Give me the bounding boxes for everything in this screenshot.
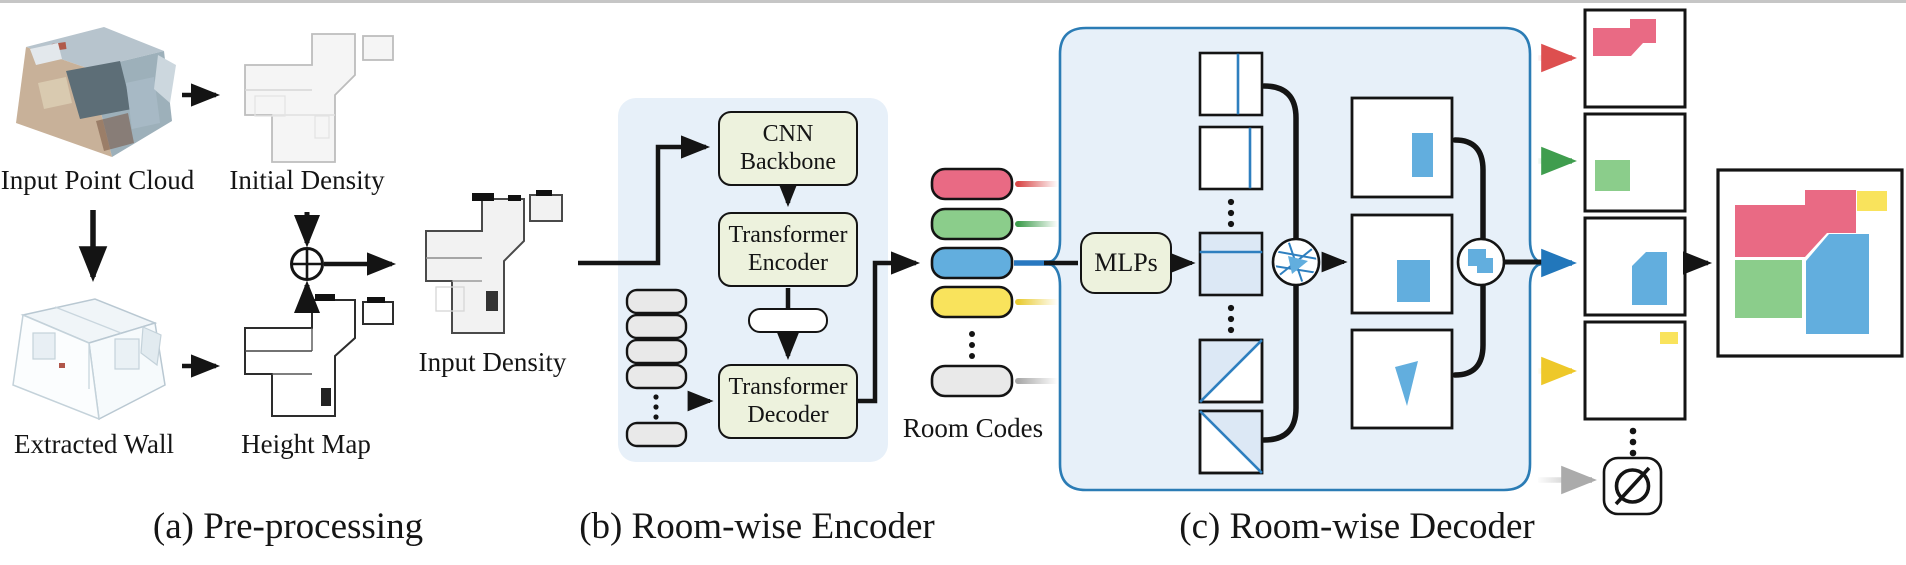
intersection-circle-icon bbox=[1271, 237, 1321, 287]
merge-plus-icon bbox=[290, 212, 397, 313]
encoder-feature-pill bbox=[748, 308, 828, 333]
mlps-block: MLPs bbox=[1080, 232, 1172, 294]
initial-density-label: Initial Density bbox=[229, 165, 385, 195]
input-point-cloud-image bbox=[16, 27, 176, 157]
caption-decoder: (c) Room-wise Decoder bbox=[1179, 506, 1535, 547]
extracted-wall-label: Extracted Wall bbox=[13, 429, 174, 459]
arrow-inputdensity-to-cnn bbox=[578, 135, 711, 266]
caption-preprocessing: (a) Pre-processing bbox=[152, 506, 424, 547]
initial-density-image bbox=[244, 33, 394, 163]
input-density-label: Input Density bbox=[418, 347, 567, 377]
room-code-pink bbox=[930, 167, 1014, 201]
room-shape-blue bbox=[1632, 252, 1667, 305]
room-shape-green bbox=[1595, 160, 1630, 191]
mask-squares bbox=[1350, 96, 1454, 430]
room-code-empty bbox=[930, 364, 1014, 398]
room-code-blue bbox=[930, 246, 1014, 280]
union-circle-icon bbox=[1456, 237, 1506, 287]
transformer-decoder-block: Transformer Decoder bbox=[718, 364, 858, 439]
final-floorplan bbox=[1716, 168, 1904, 358]
room-shape-yellow bbox=[1660, 332, 1678, 344]
extracted-wall-image bbox=[12, 298, 166, 421]
transformer-encoder-block: Transformer Encoder bbox=[718, 212, 858, 287]
room-codes-label: Room Codes bbox=[902, 413, 1044, 443]
input-point-cloud-label: Input Point Cloud bbox=[0, 165, 195, 195]
floorplan-room-pink bbox=[1735, 190, 1856, 257]
query-tokens bbox=[625, 288, 688, 448]
room-output-squares bbox=[1583, 8, 1687, 457]
floorplan-room-yellow bbox=[1857, 191, 1887, 211]
height-map-label: Height Map bbox=[241, 429, 371, 459]
room-code-green bbox=[930, 207, 1014, 241]
arrow-decoder-to-roomcodes bbox=[858, 251, 921, 404]
caption-encoder: (b) Room-wise Encoder bbox=[579, 506, 935, 547]
room-code-yellow bbox=[930, 285, 1014, 319]
room-shape-pink bbox=[1593, 19, 1656, 56]
room-codes bbox=[930, 167, 1014, 398]
cnn-backbone-block: CNN Backbone bbox=[718, 111, 858, 186]
empty-set-icon bbox=[1602, 456, 1663, 516]
floorplan-room-blue bbox=[1806, 234, 1869, 334]
input-density-image bbox=[425, 190, 563, 334]
halfplane-squares bbox=[1198, 51, 1264, 475]
figure-top-rule bbox=[0, 0, 1906, 3]
floorplan-room-green bbox=[1735, 260, 1802, 318]
height-map-image bbox=[244, 294, 394, 417]
